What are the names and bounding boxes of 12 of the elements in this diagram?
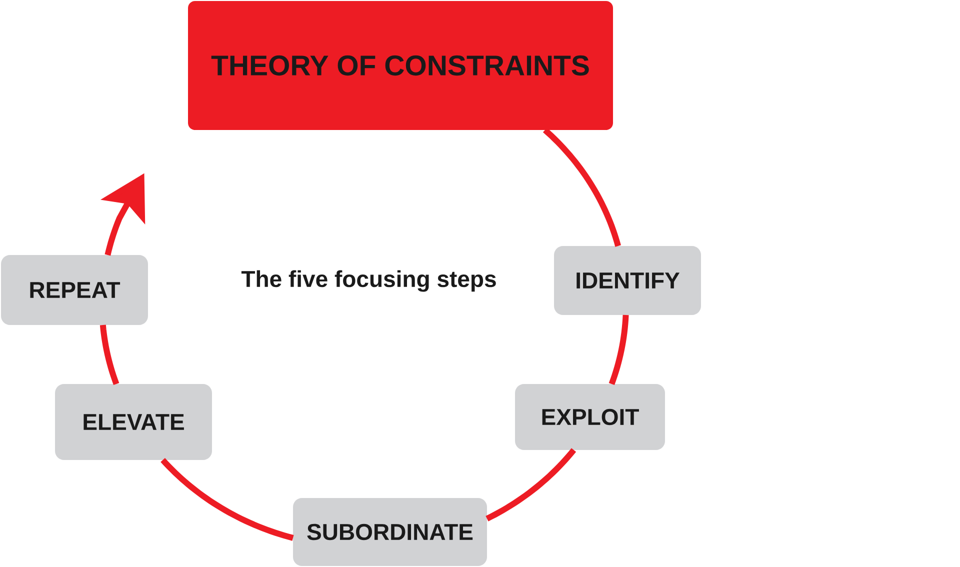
curved-line (160, 458, 294, 541)
step-box: ELEVATE (55, 384, 212, 460)
title-box: THEORY OF CONSTRAINTS (188, 1, 613, 130)
step-box: IDENTIFY (554, 246, 701, 315)
step-box: EXPLOIT (515, 384, 665, 450)
step-box: REPEAT (1, 255, 148, 325)
curved-line (542, 128, 621, 247)
curved-line (608, 314, 629, 386)
curved-line (100, 324, 120, 386)
step-box: SUBORDINATE (293, 498, 487, 566)
diagram-label: The five focusing steps (241, 270, 496, 292)
curved-line (486, 448, 576, 522)
